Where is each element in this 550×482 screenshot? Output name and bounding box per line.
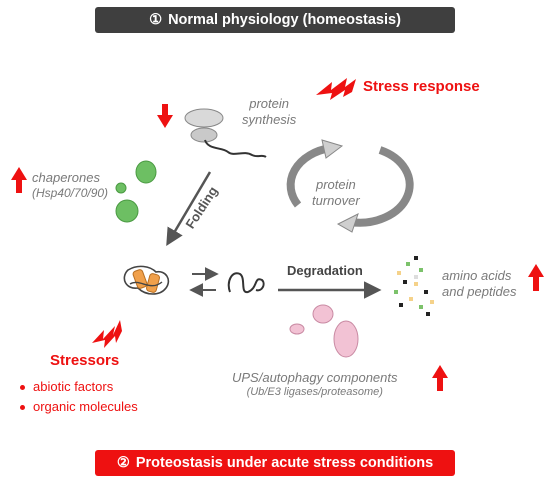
bullet-icon <box>20 385 25 391</box>
amino-acids-label: amino acids and peptides <box>442 268 516 299</box>
stressor-item: organic molecules <box>20 397 138 417</box>
up-arrow-icon-chaperones <box>11 167 27 193</box>
down-arrow-icon-synthesis <box>157 104 173 128</box>
amino-acids-line2: and peptides <box>442 283 517 299</box>
stressors-list: abiotic factors organic molecules <box>20 377 138 417</box>
stressors-title: Stressors <box>50 352 120 369</box>
chaperones-line1: chaperones <box>32 170 100 185</box>
folding-arrow <box>166 171 212 247</box>
protein-turnover-line2: turnover <box>312 192 360 208</box>
amino-acid-dots <box>394 256 434 316</box>
chaperones-label: chaperones (Hsp40/70/90) <box>32 170 108 200</box>
protein-synthesis-label: protein synthesis <box>242 96 296 127</box>
up-arrow-icon-ups <box>432 365 448 391</box>
lightning-icon-stress-response <box>316 78 356 100</box>
stress-response-label: Stress response <box>363 78 480 95</box>
folded-protein-icon <box>123 265 170 295</box>
chaperones-line2: (Hsp40/70/90) <box>32 185 109 200</box>
ribosome-icon <box>184 108 267 158</box>
bullet-icon <box>20 405 25 411</box>
stressor-item-text: abiotic factors <box>33 379 114 394</box>
banner-proteostasis: ② Proteostasis under acute stress condit… <box>95 450 455 476</box>
banner-bottom-text: Proteostasis under acute stress conditio… <box>135 455 434 471</box>
equilibrium-arrows <box>189 267 219 297</box>
unfolded-protein-icon <box>227 272 265 294</box>
ups-ovals <box>289 304 359 358</box>
protein-synthesis-line1: protein <box>249 96 289 111</box>
protein-turnover-line1: protein <box>315 177 356 192</box>
banner-normal-physiology: ① Normal physiology (homeostasis) <box>95 7 455 33</box>
up-arrow-icon-amino-acids <box>528 264 544 291</box>
lightning-icon-stressors <box>92 320 122 348</box>
banner-top-text: Normal physiology (homeostasis) <box>168 12 401 28</box>
protein-synthesis-line2: synthesis <box>242 111 297 127</box>
protein-turnover-label: protein turnover <box>312 177 360 208</box>
ups-label: UPS/autophagy components (Ub/E3 ligases/… <box>232 370 398 399</box>
chaperone-circles <box>115 160 157 223</box>
banner-bottom-marker: ② <box>116 455 130 471</box>
ups-line1: UPS/autophagy components <box>232 370 398 385</box>
degradation-label: Degradation <box>287 263 363 278</box>
banner-top-marker: ① <box>149 12 163 28</box>
ups-line2: (Ub/E3 ligases/proteasome) <box>246 385 383 398</box>
stressor-item: abiotic factors <box>20 377 138 397</box>
amino-acids-line1: amino acids <box>442 268 512 283</box>
cycle-arrows-icon <box>286 139 414 233</box>
stressor-item-text: organic molecules <box>33 399 138 414</box>
